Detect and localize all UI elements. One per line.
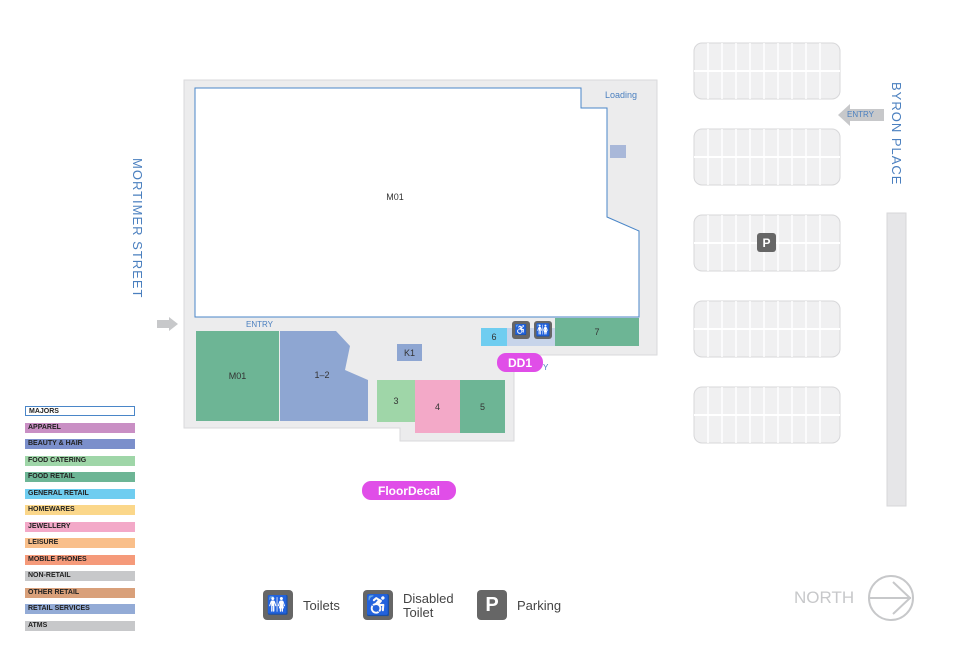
unit-3[interactable]: 3: [377, 380, 415, 422]
parking-icon[interactable]: P: [757, 233, 776, 252]
legend-item: LEISURE: [25, 538, 135, 548]
key-parking-icon: P: [477, 590, 507, 620]
toilets-icon[interactable]: 🚻: [534, 321, 552, 339]
legend-item: MAJORS: [25, 406, 135, 416]
unit-7[interactable]: 7: [555, 318, 639, 346]
legend-item: FOOD CATERING: [25, 455, 135, 466]
key-disabled-label-line1: Disabled: [403, 591, 454, 606]
partial-entry-label: Y: [543, 363, 549, 372]
key-parking-label: Parking: [517, 598, 562, 613]
unit-6[interactable]: 6: [481, 328, 507, 346]
north-arrow-icon: [868, 575, 914, 621]
legend-item: HOMEWARES: [25, 505, 135, 515]
unit-m01-food[interactable]: M01: [196, 331, 279, 421]
key-toilets-icon: 🚻: [263, 590, 293, 620]
dd1-decal[interactable]: DD1: [497, 353, 543, 372]
unit-1-2[interactable]: 1–2: [314, 370, 330, 380]
key-toilets-label: Toilets: [303, 598, 340, 613]
legend-item: ATMS: [25, 620, 135, 631]
mortimer-street-label: MORTIMER STREET: [130, 158, 145, 299]
compass-label: NORTH: [794, 588, 855, 607]
byron-place-label: BYRON PLACE: [889, 82, 904, 186]
unit-1-2-shape: [280, 331, 368, 421]
key-disabled-toilet-icon: ♿: [363, 590, 393, 620]
loading-label: Loading: [605, 90, 638, 100]
byron-entry-arrow-icon: [838, 104, 884, 126]
unit-k1[interactable]: K1: [397, 344, 422, 361]
legend-item: FOOD RETAIL: [25, 472, 135, 482]
byron-entry-label: ENTRY: [847, 110, 874, 119]
legend-item: OTHER RETAIL: [25, 587, 135, 598]
legend-item: MOBILE PHONES: [25, 554, 135, 565]
unit-m01-major[interactable]: M01: [386, 192, 404, 202]
key-disabled-label-line2: Toilet: [403, 605, 434, 620]
loading-dock-marker: [610, 145, 626, 158]
disabled-toilet-icon[interactable]: ♿: [512, 321, 530, 339]
legend-item: APPAREL: [25, 422, 135, 433]
floor-decal[interactable]: FloorDecal: [362, 481, 456, 500]
main-entry-label: ENTRY: [246, 320, 273, 329]
legend-item: BEAUTY & HAIR: [25, 439, 135, 449]
legend-item: GENERAL RETAIL: [25, 488, 135, 499]
legend-item: RETAIL SERVICES: [25, 604, 135, 614]
unit-4[interactable]: 4: [415, 380, 460, 433]
entry-arrow-icon: [157, 317, 178, 331]
unit-5[interactable]: 5: [460, 380, 505, 433]
legend-item: JEWELLERY: [25, 521, 135, 532]
legend-item: NON-RETAIL: [25, 571, 135, 581]
